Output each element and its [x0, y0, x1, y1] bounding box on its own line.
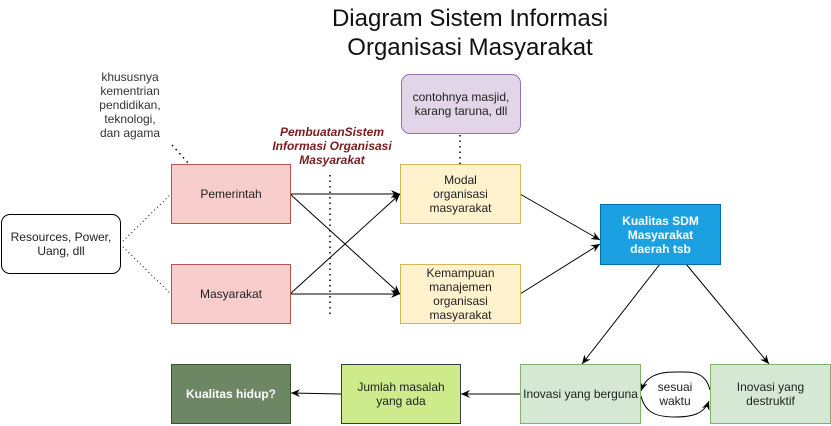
note-line: Masyarakat: [299, 153, 365, 167]
note-line: waktu: [659, 394, 691, 408]
node-inovasi-berguna[interactable]: Inovasi yang berguna: [520, 364, 641, 424]
arrow-modal-sdm: [519, 193, 601, 241]
title-line-2: Organisasi Masyarakat: [347, 34, 593, 61]
dotted-link-note-pemerintah: [171, 144, 190, 165]
note-line: pendidikan,: [99, 98, 161, 112]
node-label: Kemampuan manajemen organisasi masyaraka…: [426, 266, 495, 322]
node-label: Inovasi yang destruktif: [736, 380, 805, 408]
note-line: kementrian: [100, 84, 160, 98]
node-label: Modal organisasi masyarakat: [429, 173, 492, 215]
diagram-title: Diagram Sistem Informasi Organisasi Masy…: [270, 4, 670, 62]
node-resources[interactable]: Resources, Power, Uang, dll: [1, 214, 121, 274]
node-pemerintah[interactable]: Pemerintah: [171, 164, 291, 224]
node-kemampuan[interactable]: Kemampuan manajemen organisasi masyaraka…: [400, 264, 521, 324]
arrow-kemampuan-sdm: [519, 243, 601, 295]
dotted-link-resources-pemerintah: [119, 193, 172, 245]
note-kementrian: khususnya kementrian pendidikan, teknolo…: [90, 70, 170, 140]
node-kualitas-hidup[interactable]: Kualitas hidup?: [171, 364, 291, 424]
node-inovasi-destruktif[interactable]: Inovasi yang destruktif: [710, 364, 831, 424]
arrow-sdm-destruktif: [685, 263, 770, 365]
arrow-sdm-berguna: [581, 263, 661, 365]
node-contoh[interactable]: contohnya masjid, karang taruna, dll: [401, 74, 521, 134]
note-line: khususnya: [101, 70, 159, 84]
loop-arrow-to-destruktif: [640, 395, 710, 418]
note-line: sesuai: [657, 380, 693, 394]
note-sesuai-waktu: sesuai waktu: [645, 380, 705, 408]
note-line: teknologi,: [104, 112, 156, 126]
node-label: Inovasi yang berguna: [523, 387, 638, 401]
arrow-jumlah-kualitas: [290, 389, 342, 398]
node-label: Kualitas hidup?: [186, 387, 276, 401]
note-line: PembuatanSistem: [279, 125, 385, 139]
node-label: contohnya masjid, karang taruna, dll: [412, 90, 510, 118]
loop-arrow-to-berguna: [639, 371, 711, 392]
node-jumlah-masalah[interactable]: Jumlah masalah yang ada: [341, 364, 461, 424]
node-label: Pemerintah: [200, 187, 262, 201]
node-kualitas-sdm[interactable]: Kualitas SDM Masyarakat daerah tsb: [600, 204, 721, 265]
node-label: Resources, Power, Uang, dll: [10, 230, 112, 258]
node-modal[interactable]: Modal organisasi masyarakat: [400, 164, 521, 224]
arrow-masyarakat-modal: [289, 193, 401, 295]
node-label: Jumlah masalah yang ada: [357, 380, 445, 408]
node-label: Masyarakat: [199, 287, 263, 301]
title-line-1: Diagram Sistem Informasi: [331, 5, 609, 32]
note-line: dan agama: [99, 126, 161, 140]
note-line: Informasi Organisasi: [272, 139, 392, 153]
dotted-link-resources-masyarakat: [119, 243, 172, 295]
node-label: Kualitas SDM Masyarakat daerah tsb: [622, 213, 699, 256]
note-pembuatan-sistem: PembuatanSistem Informasi Organisasi Mas…: [262, 125, 402, 167]
node-masyarakat[interactable]: Masyarakat: [171, 264, 291, 324]
